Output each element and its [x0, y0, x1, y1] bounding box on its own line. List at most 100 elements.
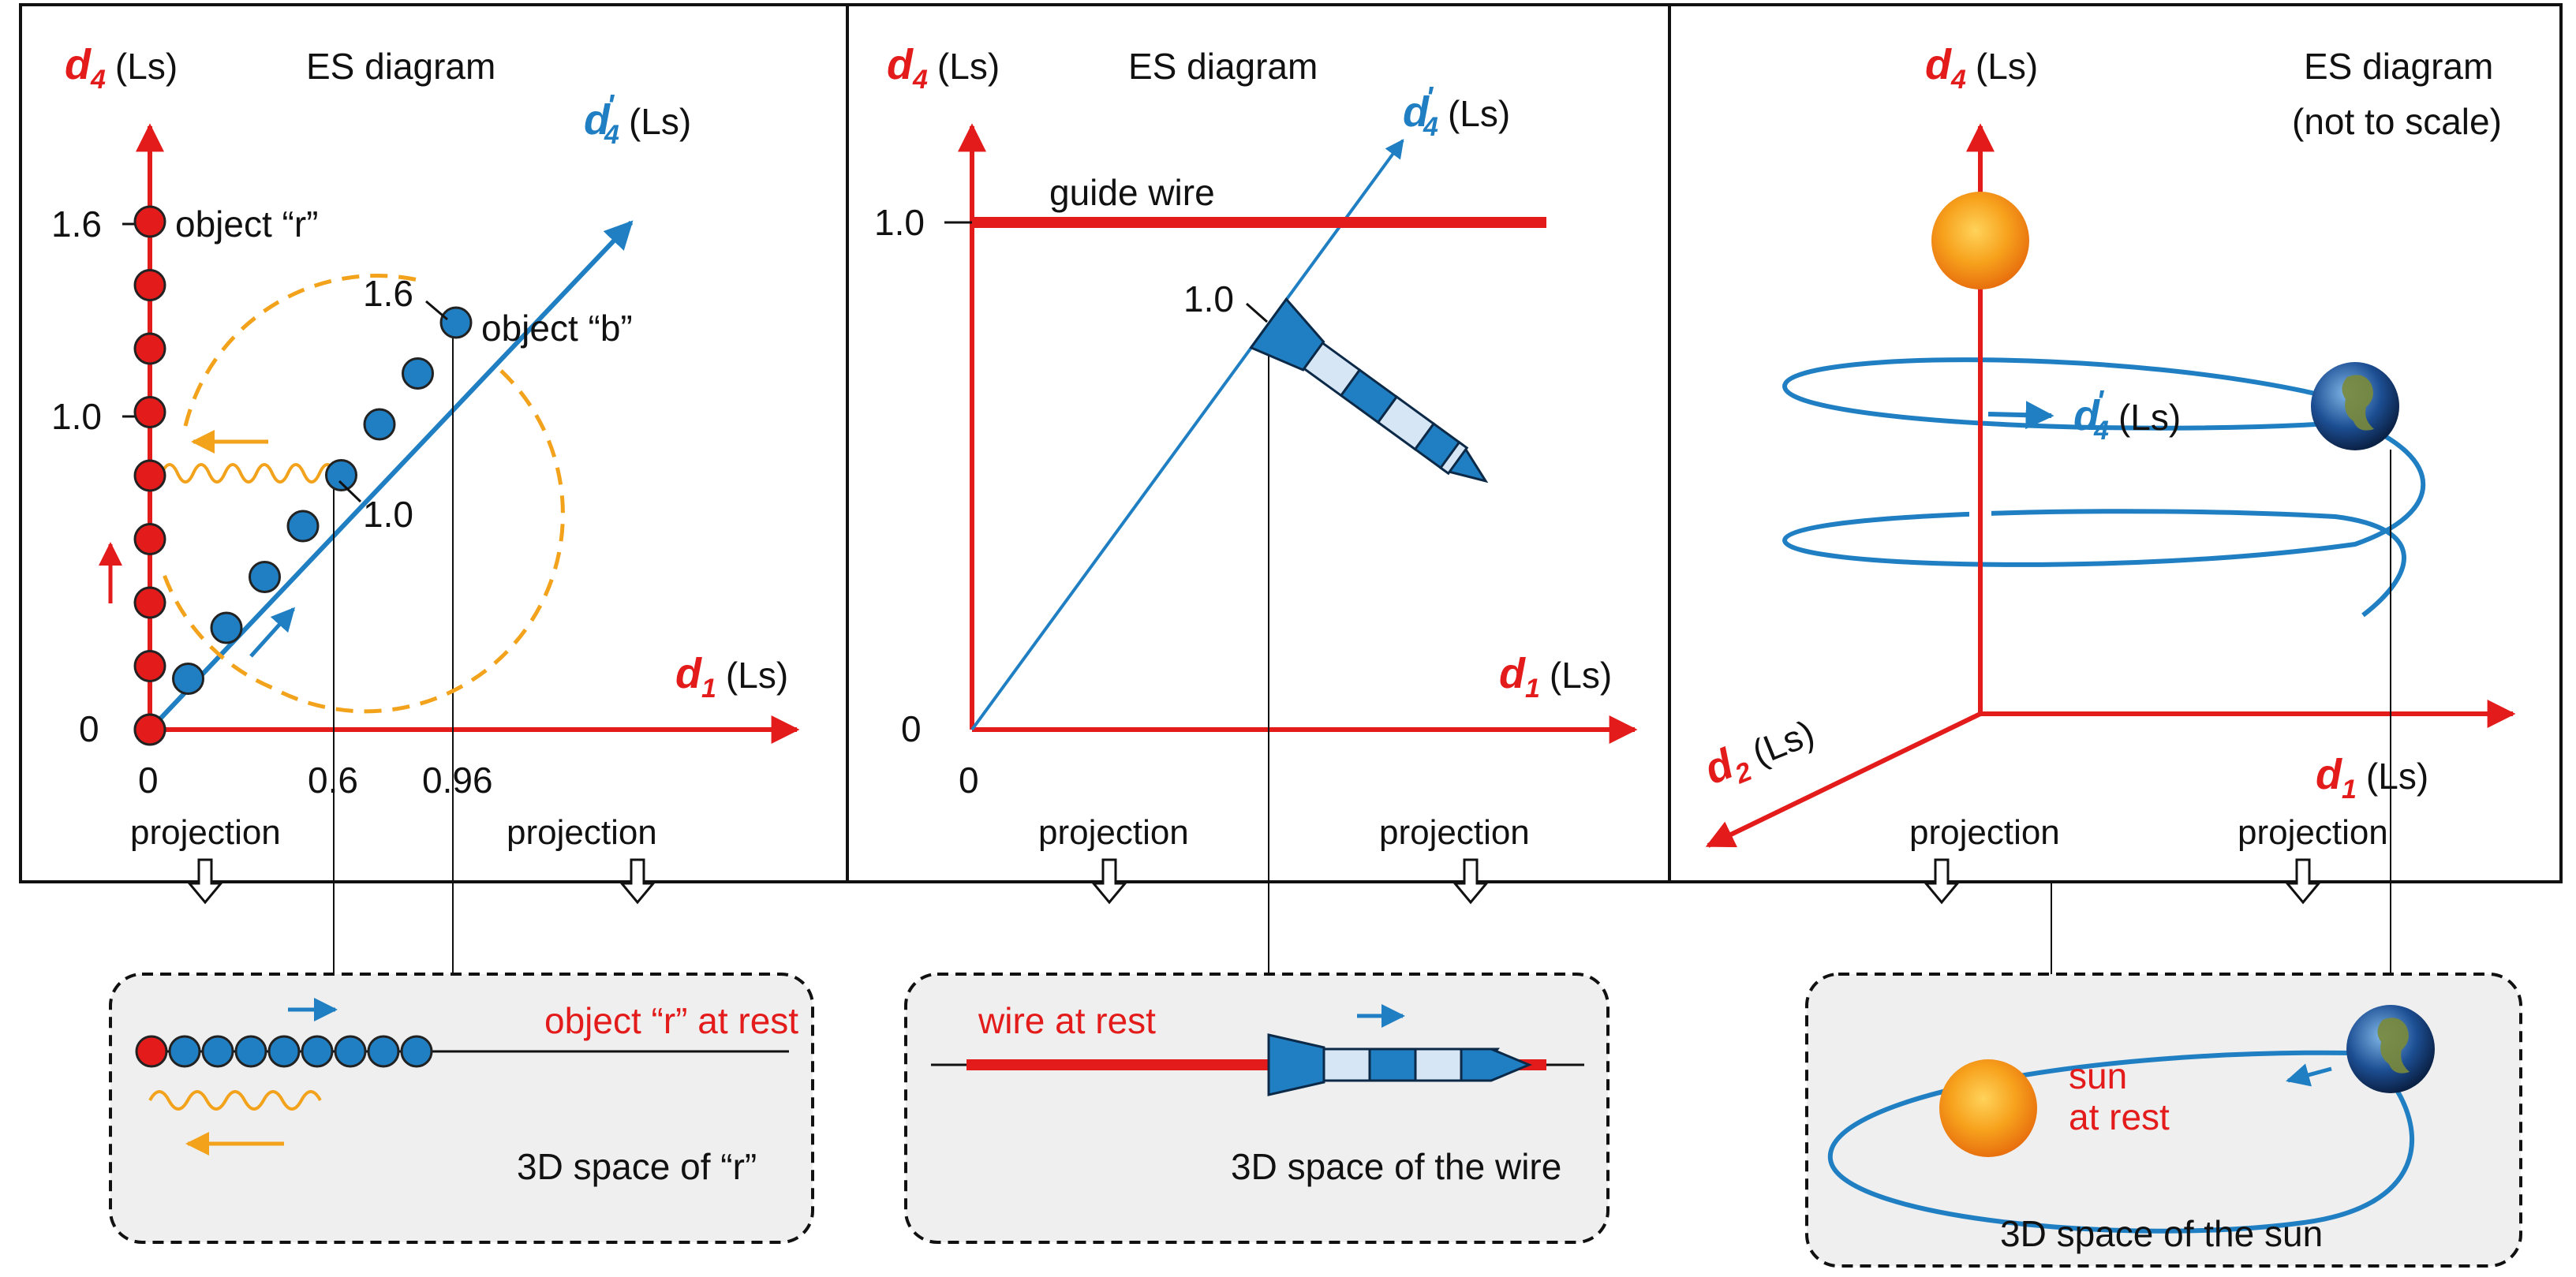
p2-ytick-0: 0 [901, 708, 922, 749]
p1-diag-tick-10: 1.0 [363, 494, 413, 535]
p3-box-caption: 3D space of the sun [2000, 1213, 2323, 1254]
box-dot [135, 1035, 168, 1068]
box-dot [168, 1035, 201, 1068]
p2-projection-arrow-right [1452, 858, 1490, 905]
p1-box-dots [135, 1035, 433, 1068]
p3-box-sun [1939, 1059, 2037, 1157]
p1-object-r-label: object “r” [175, 203, 318, 245]
p2-guide-wire-label: guide wire [1049, 172, 1215, 213]
p1-title: ES diagram [306, 46, 495, 87]
p1-orange-dashed-arc-2 [159, 369, 565, 714]
p2-rocket-leader [1246, 302, 1268, 323]
p1-box-caption: 3D space of “r” [517, 1146, 757, 1187]
p2-rocket [1249, 297, 1489, 484]
p1-tick10-leader [338, 480, 362, 503]
object-r-dot [133, 586, 166, 619]
box-dot [334, 1035, 367, 1068]
p3-box-earth-land [2377, 1017, 2410, 1074]
object-b-dot [249, 561, 281, 593]
panel-1: d4(Ls) ES diagram d'4(Ls) d1(Ls) 1.6 1.0… [51, 41, 814, 1244]
p1-tick16-leader [425, 300, 448, 321]
box-dot [267, 1035, 301, 1068]
p1-projection-right: projection [507, 813, 657, 852]
p2-x-axis-label: d1(Ls) [1499, 650, 1612, 704]
p3-z-axis [1705, 711, 1982, 848]
p3-earth-land [2342, 375, 2374, 431]
p1-object-b-label: object “b” [481, 308, 633, 349]
object-r-dot [133, 650, 166, 682]
object-r-dot [133, 269, 166, 301]
box-dot [367, 1035, 400, 1068]
p2-box-rocket [1267, 1033, 1532, 1096]
p1-blue-dots [133, 306, 473, 746]
p2-xtick-0: 0 [959, 760, 979, 801]
p2-space-box [904, 973, 1610, 1244]
p3-sun-label-2: at rest [2069, 1096, 2170, 1137]
p3-projection-arrow-left [1923, 858, 1961, 905]
p1-xtick-0: 0 [138, 760, 159, 801]
p1-projection-arrow-right [619, 858, 656, 905]
p2-rocket-tick: 1.0 [1183, 278, 1234, 319]
p1-ytick-0: 0 [79, 708, 99, 749]
p1-ytick-16: 1.6 [51, 203, 102, 245]
p3-diag-axis-label: d'4(Ls) [2073, 385, 2181, 446]
object-r-dot [133, 459, 166, 492]
p2-y-axis-label: d4(Ls) [887, 41, 1000, 95]
p1-y-axis-label: d4(Ls) [65, 41, 178, 95]
p3-sun-label-1: sun [2069, 1055, 2127, 1096]
p2-box-caption-red: wire at rest [978, 1000, 1156, 1041]
p1-x-axis-label: d1(Ls) [675, 650, 788, 704]
p2-box-caption: 3D space of the wire [1231, 1146, 1561, 1187]
p2-ytick-10: 1.0 [874, 202, 925, 243]
p1-diag-axis [148, 220, 634, 732]
object-b-dot [133, 713, 166, 746]
p3-box-orbit-arrow [2286, 1063, 2332, 1087]
p3-y-axis-label: d4(Ls) [1925, 41, 2038, 95]
panel-2: d4(Ls) ES diagram d'4(Ls) d1(Ls) guide w… [874, 41, 1638, 1244]
p1-blue-motion-arrow [249, 607, 296, 658]
p1-projection-arrow-left [186, 858, 224, 905]
object-r-dot [133, 523, 166, 555]
box-dot [234, 1035, 267, 1068]
p1-diag-axis-label: d'4(Ls) [584, 89, 691, 150]
p2-diag-axis [970, 139, 1404, 731]
object-b-dot [325, 459, 357, 491]
p1-orange-wave [160, 463, 337, 484]
p1-box-caption-red: object “r” at rest [544, 1000, 798, 1041]
p3-sun [1931, 192, 2029, 289]
object-r-dot [133, 396, 166, 428]
p3-z-axis-label: d2(Ls) [1698, 708, 1823, 800]
panel-3: d4(Ls) ES diagram (not to scale) d1(Ls) … [1698, 41, 2522, 1268]
p1-projection-left: projection [130, 813, 281, 852]
p2-projection-right: projection [1379, 813, 1530, 852]
box-dot [201, 1035, 234, 1068]
p3-helix-back [1782, 357, 2356, 431]
box-dot [301, 1035, 334, 1068]
panel-3-frame [1668, 3, 2563, 883]
p2-diag-axis-label: d'4(Ls) [1403, 81, 1510, 142]
panel-1-frame [19, 3, 849, 883]
object-b-dot [172, 663, 204, 695]
p3-projection-arrow-right [2284, 858, 2322, 905]
p2-projection-arrow-left [1090, 858, 1128, 905]
p1-orange-dashed-arc [183, 273, 419, 427]
p3-helix-front [1782, 420, 2426, 618]
p3-title-line1: ES diagram [2304, 46, 2493, 87]
object-b-dot [363, 408, 396, 441]
object-b-dot [210, 611, 243, 644]
p2-title: ES diagram [1128, 46, 1318, 87]
p3-title-line2: (not to scale) [2292, 101, 2502, 142]
p1-box-orange-wave [148, 1090, 322, 1111]
p1-xtick-06: 0.6 [308, 760, 358, 801]
object-b-dot [402, 357, 434, 390]
object-r-dot [133, 205, 166, 238]
p1-xtick-096: 0.96 [422, 760, 493, 801]
p2-projection-left: projection [1038, 813, 1189, 852]
p3-projection-right: projection [2238, 813, 2388, 852]
object-b-dot [286, 510, 320, 543]
p3-projection-left: projection [1909, 813, 2060, 852]
p1-diag-tick-16: 1.6 [363, 273, 413, 314]
p3-helix-arrow [1987, 401, 2054, 430]
p3-x-axis-label: d1(Ls) [2316, 751, 2428, 805]
